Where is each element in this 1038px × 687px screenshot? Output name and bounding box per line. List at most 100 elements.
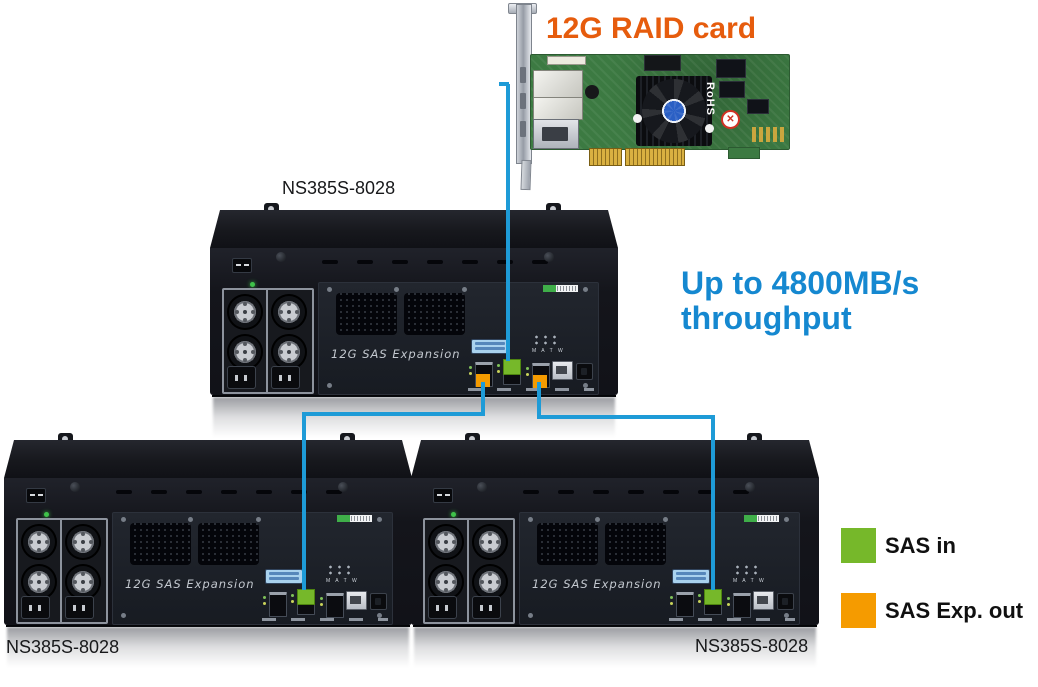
psu-fan — [271, 334, 307, 370]
cable-top-to-right-v1 — [537, 382, 541, 419]
lcd-display — [266, 570, 302, 583]
card-fan — [642, 79, 706, 143]
fan-grille — [198, 523, 259, 565]
card-chip — [644, 55, 681, 71]
card-capacitors — [752, 127, 786, 142]
psu-fan — [472, 524, 508, 560]
sas-port-led — [698, 594, 701, 597]
vent-slot — [532, 260, 548, 264]
serial-sticker — [337, 515, 372, 522]
power-inlet — [428, 596, 457, 619]
pcie-gold-fingers — [589, 148, 622, 166]
vent-slot — [151, 490, 167, 494]
led-cluster: M A T W — [733, 564, 764, 584]
power-inlet — [21, 596, 50, 619]
vent-slot — [663, 490, 679, 494]
vent-slot — [462, 260, 478, 264]
sas-exp-out-port — [326, 593, 344, 618]
lcd-display — [673, 570, 709, 583]
port-labels — [262, 618, 388, 621]
pci-bracket-foot — [520, 159, 532, 191]
screw-icon — [121, 613, 126, 618]
floor-reflection — [414, 627, 816, 667]
psu-status-led — [250, 282, 255, 287]
enclosure-bottom-right: 12G SAS Expansion M A T W NS385S-8028 — [411, 433, 819, 687]
led-dots — [733, 564, 761, 577]
vent-slot — [593, 490, 609, 494]
legend-item-sas-exp-out: SAS Exp. out — [841, 593, 1023, 628]
sas-in-port — [503, 359, 521, 385]
card-chip — [747, 99, 769, 114]
sas-exp-out-port — [676, 592, 694, 617]
sas-port-led — [670, 596, 673, 599]
rear-panel: 12G SAS Expansion M A T W — [210, 248, 618, 397]
chassis-lid — [210, 210, 618, 248]
card-sas-port — [533, 97, 583, 120]
screw-icon — [583, 287, 588, 292]
vent-slot — [628, 490, 644, 494]
lcd-display — [472, 340, 508, 353]
led-cluster-label: M A T W — [532, 348, 565, 354]
sas-exp-out-port — [733, 593, 751, 618]
vent-slot — [558, 490, 574, 494]
screw-icon — [784, 517, 789, 522]
led-cluster-label: M A T W — [326, 578, 359, 584]
power-switch — [26, 488, 46, 503]
expansion-panel-label: 12G SAS Expansion — [125, 577, 255, 591]
vent-slot — [186, 490, 202, 494]
psu-module — [16, 518, 108, 624]
power-switch — [433, 488, 453, 503]
port-labels — [669, 618, 795, 621]
screw-icon — [327, 383, 332, 388]
sas-port-led — [526, 367, 529, 370]
screw-icon — [544, 252, 554, 262]
vent-slot — [427, 260, 443, 264]
mounting-hole — [705, 124, 714, 133]
sas-in-port — [704, 589, 722, 615]
screw-icon — [327, 287, 332, 292]
raid-card: RoHS ✕ — [499, 0, 809, 200]
expansion-panel-label: 12G SAS Expansion — [532, 577, 662, 591]
screw-icon — [745, 482, 755, 492]
psu-status-led — [44, 512, 49, 517]
sas-port-led — [291, 594, 294, 597]
psu-status-led — [451, 512, 456, 517]
power-inlet — [472, 596, 501, 619]
sas-exp-out-port — [269, 592, 287, 617]
enclosure-top: 12G SAS Expansion M A T W NS385S-8028 — [210, 178, 618, 463]
enclosure-bottom-left: 12G SAS Expansion M A T W NS385S-8028 — [4, 433, 412, 687]
vent-slot — [357, 260, 373, 264]
sas-port-led — [497, 364, 500, 367]
power-switch — [232, 258, 252, 273]
power-inlet — [271, 366, 300, 389]
legend: SAS in SAS Exp. out — [841, 528, 1023, 658]
screw-icon — [121, 517, 126, 522]
throughput-headline: Up to 4800MB/s throughput — [681, 266, 919, 336]
vent-slot — [322, 260, 338, 264]
legend-label: SAS Exp. out — [885, 597, 1024, 623]
led-cluster: M A T W — [532, 334, 565, 354]
psu-module — [222, 288, 314, 394]
fan-grille — [404, 293, 465, 335]
mounting-hole — [633, 114, 642, 123]
chassis-lid — [4, 440, 412, 478]
card-sas-port — [533, 70, 583, 98]
led-dots — [532, 334, 560, 347]
screw-icon — [462, 287, 467, 292]
serial-sticker — [543, 285, 578, 292]
legend-item-sas-in: SAS in — [841, 528, 1023, 563]
card-chip — [719, 81, 745, 98]
cable-top-to-left-v2 — [302, 412, 306, 590]
psu-divider — [266, 290, 268, 392]
lan-port — [753, 591, 774, 610]
vent-slot — [733, 490, 749, 494]
cable-top-to-left-v1 — [481, 382, 485, 416]
chassis-lid — [411, 440, 819, 478]
vent-slot — [523, 490, 539, 494]
screw-icon — [256, 517, 261, 522]
screw-icon — [394, 287, 399, 292]
sas-port-led — [263, 596, 266, 599]
card-chip — [716, 59, 746, 78]
psu-fan — [227, 334, 263, 370]
psu-fan — [428, 524, 464, 560]
